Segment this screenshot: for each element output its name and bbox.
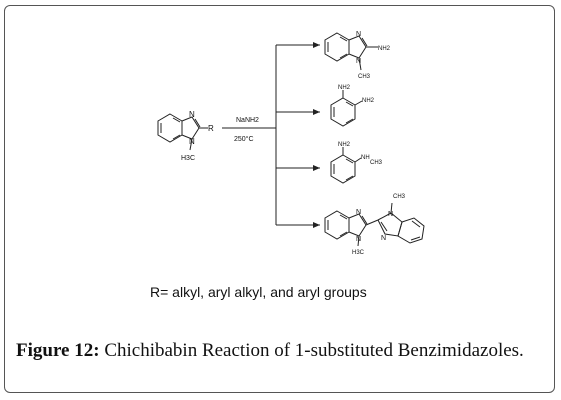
product-4-methyl-top: CH3 xyxy=(393,194,406,200)
product-2-amine-side: NH2 xyxy=(362,98,375,104)
product-4: N N H3C CH3 N N xyxy=(324,194,425,256)
product-4-n-bottom-right: N xyxy=(381,235,386,242)
product-3: NH2 NH CH3 xyxy=(330,142,383,184)
product-2: NH2 NH2 xyxy=(330,85,375,127)
product-4-n-top-right: N xyxy=(388,211,393,218)
product-1-amine: NH2 xyxy=(378,46,391,52)
product-4-n-bottom-left: N xyxy=(356,236,361,243)
figure-label: Figure 12: xyxy=(16,340,100,361)
reactant-molecule: N N R H3C xyxy=(157,110,214,162)
figure-frame xyxy=(4,5,555,393)
reactant-n-bottom: N xyxy=(189,137,195,146)
figure-caption-text: Chichibabin Reaction of 1-substituted Be… xyxy=(99,340,524,361)
product-1-methyl: CH3 xyxy=(358,74,371,80)
product-3-amine-side: NH xyxy=(361,155,370,161)
product-1-n-bottom: N xyxy=(356,58,361,65)
reactant-n-top: N xyxy=(189,110,195,119)
product-1: N N NH2 CH3 xyxy=(324,31,391,80)
product-2-amine-top: NH2 xyxy=(338,85,351,91)
product-4-n-top-left: N xyxy=(356,209,361,216)
product-1-n-top: N xyxy=(356,31,361,38)
reagent-bottom: 250°C xyxy=(234,135,254,143)
product-3-methyl: CH3 xyxy=(370,160,383,166)
product-3-amine-top: NH2 xyxy=(338,142,351,148)
r-group-note: R= alkyl, aryl alkyl, and aryl groups xyxy=(150,284,367,300)
figure-caption: Figure 12: Chichibabin Reaction of 1-sub… xyxy=(16,340,556,362)
reactant-methyl: H3C xyxy=(181,155,195,162)
branch-bracket xyxy=(275,42,320,228)
reaction-arrow: NaNH2 250°C xyxy=(222,117,276,143)
product-4-methyl-bottom: H3C xyxy=(352,250,365,256)
reactant-r-label: R xyxy=(208,124,214,133)
reagent-top: NaNH2 xyxy=(236,117,259,124)
